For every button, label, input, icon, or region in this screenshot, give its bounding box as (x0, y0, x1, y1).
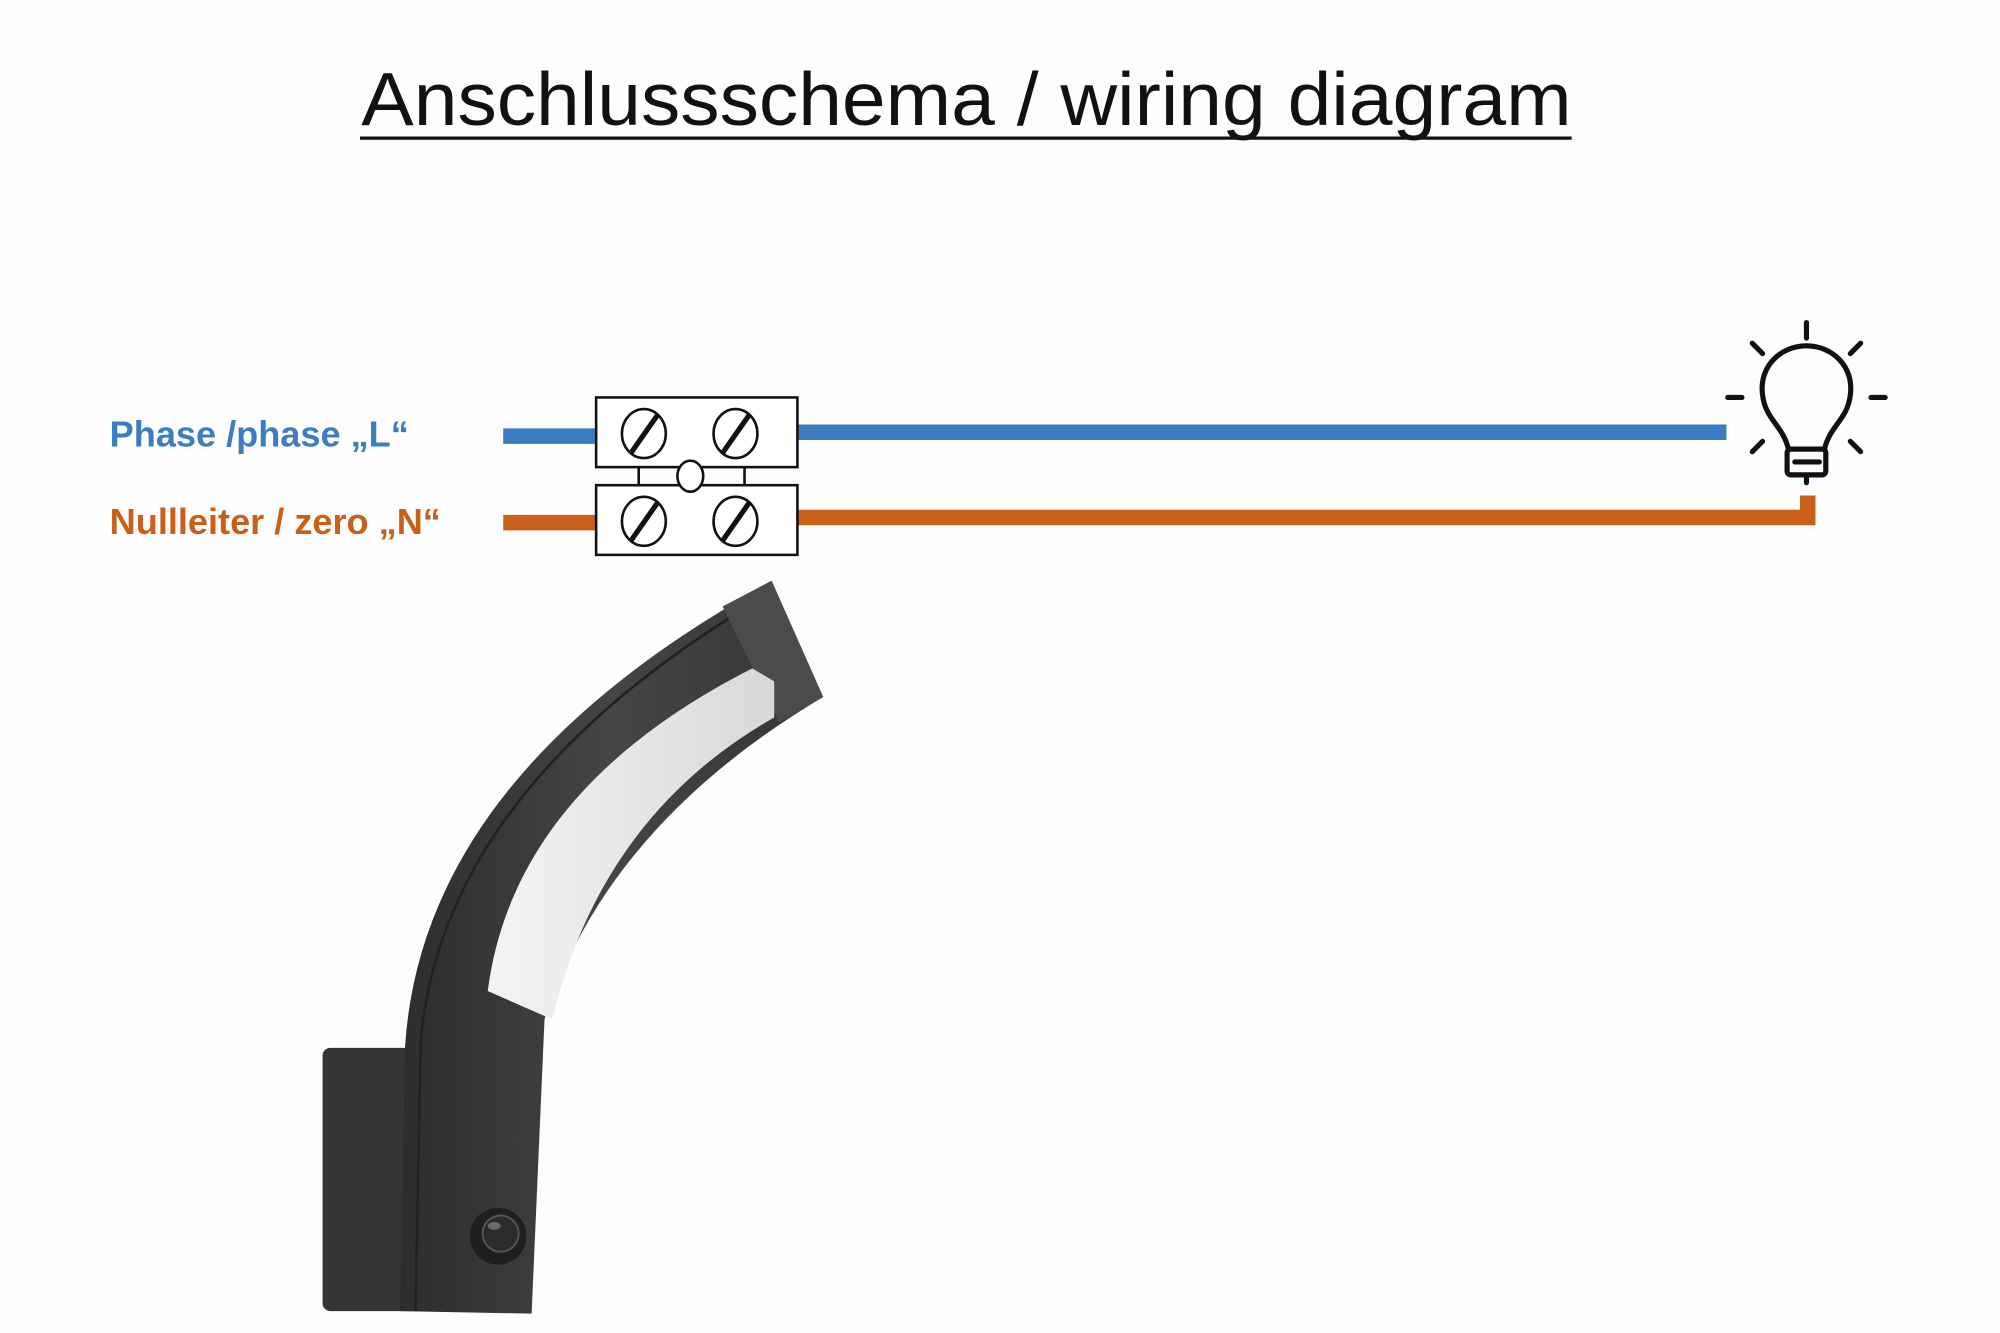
phase-wire (503, 424, 1727, 444)
terminal-block (594, 396, 799, 557)
light-bulb-icon (1725, 320, 1888, 486)
screw-icon (620, 407, 668, 460)
phase-label: Phase /phase „L“ (110, 413, 409, 454)
wall-lamp-with-motion-sensor (322, 580, 824, 1314)
lamp-end-cap (722, 580, 824, 723)
screw-icon (712, 407, 759, 460)
lamp-arm (400, 583, 824, 1314)
neutral-wire (503, 495, 1816, 531)
neutral-label: Nullleiter / zero „N“ (110, 501, 441, 542)
motion-sensor-icon (469, 1207, 527, 1265)
page-title: Anschlussschema / wiring diagram (361, 57, 1571, 141)
screw-icon (620, 495, 668, 548)
led-diffuser (487, 668, 775, 1020)
screw-icon (712, 495, 759, 548)
